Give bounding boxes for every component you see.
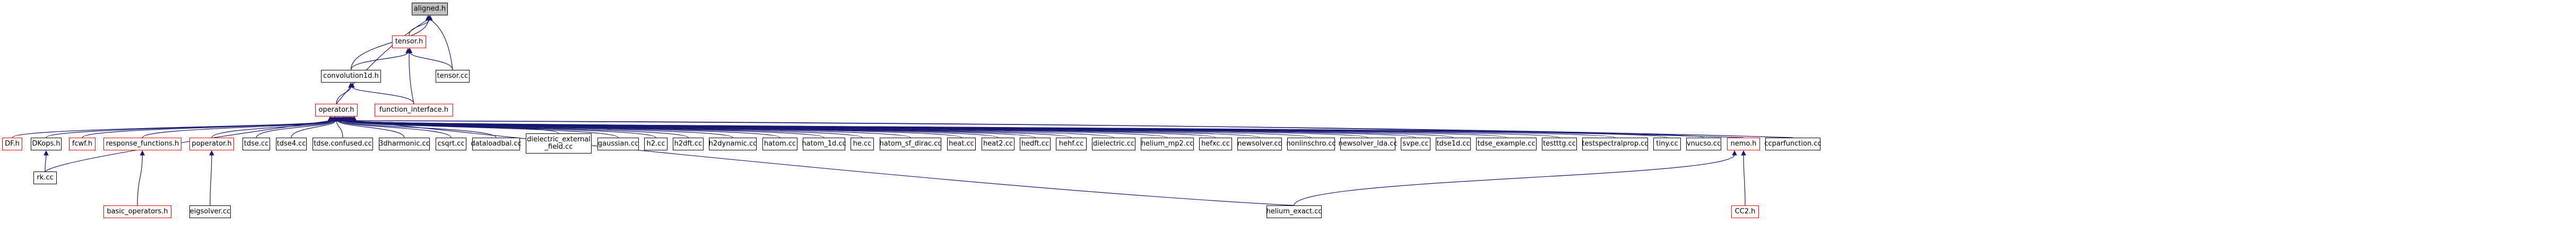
edge-function_interface_h-to-tensor_h — [409, 52, 414, 104]
node-operator-h[interactable]: operator.h — [315, 104, 358, 116]
node-hefxc-cc[interactable]: hefxc.cc — [1199, 138, 1232, 150]
node-eigsolver-cc[interactable]: eigsolver.cc — [189, 205, 231, 218]
edge-operator_h-to-aligned_h — [336, 19, 428, 104]
edge-arrowhead — [425, 15, 431, 21]
node-hatom-1d-cc[interactable]: hatom_1d.cc — [802, 138, 846, 150]
edge-tensor_cc-to-aligned_h — [430, 19, 453, 70]
node-tensor-cc[interactable]: tensor.cc — [436, 70, 470, 83]
node-newsolver-cc[interactable]: newsolver.cc — [1237, 138, 1282, 150]
edge-operator_h-to-convolution1d_h — [336, 86, 351, 104]
node-tiny-cc[interactable]: tiny.cc — [1653, 138, 1681, 150]
node-basic-operators-h[interactable]: basic_operators.h — [103, 205, 171, 218]
node-DF-h[interactable]: DF.h — [2, 138, 22, 150]
edge-CC2_h-to-nemo_h — [1743, 154, 1746, 206]
node-h2-cc[interactable]: h2.cc — [644, 138, 667, 150]
node-testspectralprop-cc[interactable]: testspectralprop.cc — [1582, 138, 1649, 150]
edge-tensor_h-to-aligned_h — [409, 19, 430, 36]
edge-helium_exact_cc-to-nemo_h — [1294, 154, 1735, 206]
node-function-interface-h[interactable]: function_interface.h — [375, 104, 453, 116]
node-svpe-cc[interactable]: svpe.cc — [1401, 138, 1430, 150]
edge-arrowhead — [352, 116, 357, 122]
edge-arrowhead — [1741, 150, 1746, 156]
node-helium-exact-cc[interactable]: helium_exact.cc — [1267, 205, 1322, 218]
node-3dharmonic-cc[interactable]: 3dharmonic.cc — [379, 138, 430, 150]
edge-convolution1d_h-to-tensor_h — [350, 52, 409, 70]
edge-tdse_cc-to-operator_h — [256, 120, 335, 138]
node-convolution1d-h[interactable]: convolution1d.h — [321, 70, 381, 83]
edge-eigsolver_cc-to-poperator_h — [210, 154, 212, 206]
node-dielectric-cc[interactable]: dielectric.cc — [1092, 138, 1135, 150]
node-testttg-cc[interactable]: testttg.cc — [1542, 138, 1577, 150]
node-tdse-confused-cc[interactable]: tdse.confused.cc — [313, 138, 373, 150]
node-tdse-example-cc[interactable]: tdse_example.cc — [1476, 138, 1537, 150]
edge-csqrt_cc-to-operator_h — [338, 120, 452, 138]
node-dataloadbal-cc[interactable]: dataloadbal.cc — [471, 138, 522, 150]
node-vnucso-cc[interactable]: vnucso.cc — [1686, 138, 1721, 150]
node-CC2-h[interactable]: CC2.h — [1731, 205, 1759, 218]
node-he-cc[interactable]: he.cc — [851, 138, 874, 150]
edge-tdse4_cc-to-operator_h — [291, 120, 336, 138]
node-ccparfunction-cc[interactable]: ccparfunction.cc — [1764, 138, 1822, 150]
edge-arrowhead — [44, 150, 49, 156]
edge-tensor_cc-to-tensor_h — [410, 52, 453, 70]
edge-3dharmonic_cc-to-operator_h — [337, 120, 405, 138]
edge-convolution1d_h-to-aligned_h — [350, 19, 429, 70]
node-response-functions-h[interactable]: response_functions.h — [103, 138, 181, 150]
edge-arrowhead — [350, 82, 355, 88]
edge-rk_cc-to-operator_h — [45, 120, 331, 172]
node-heat-cc[interactable]: heat.cc — [947, 138, 976, 150]
node-aligned-h[interactable]: aligned.h — [412, 3, 448, 15]
edge-arrowhead — [209, 150, 214, 156]
edge-tdse_confused_cc-to-operator_h — [336, 120, 343, 138]
edge-basic_operators_h-to-response_functions_h — [137, 154, 143, 206]
node-tensor-h[interactable]: tensor.h — [392, 35, 426, 48]
node-rk-cc[interactable]: rk.cc — [33, 172, 57, 184]
node-dielectric-external-field-cc[interactable]: dielectric_external _field.cc — [526, 133, 592, 154]
node-fcwf-h[interactable]: fcwf.h — [69, 138, 96, 150]
node-nonlinschro-cc[interactable]: nonlinschro.cc — [1286, 138, 1336, 150]
edge-arrowhead — [407, 48, 413, 53]
node-tdse1d-cc[interactable]: tdse1d.cc — [1436, 138, 1471, 150]
edge-ccparfunction_cc-to-operator_h — [354, 120, 1793, 138]
edge-arrowhead — [140, 150, 145, 156]
node-csqrt-cc[interactable]: csqrt.cc — [436, 138, 466, 150]
node-h2dynamic-cc[interactable]: h2dynamic.cc — [709, 138, 757, 150]
node-h2dft-cc[interactable]: h2dft.cc — [673, 138, 704, 150]
edge-response_functions_h-to-operator_h — [142, 120, 333, 138]
edge-arrowhead — [1732, 150, 1737, 156]
node-gaussian-cc[interactable]: gaussian.cc — [597, 138, 639, 150]
node-heat2-cc[interactable]: heat2.cc — [982, 138, 1014, 150]
edge-fcwf_h-to-operator_h — [82, 120, 332, 138]
node-helium-mp2-cc[interactable]: helium_mp2.cc — [1141, 138, 1194, 150]
edge-function_interface_h-to-convolution1d_h — [352, 86, 414, 104]
node-hatom-sf-dirac-cc[interactable]: hatom_sf_dirac.cc — [879, 138, 942, 150]
node-nemo-h[interactable]: nemo.h — [1727, 138, 1760, 150]
edge-arrowhead — [328, 116, 333, 122]
node-newsolver-lda-cc[interactable]: newsolver_lda.cc — [1339, 138, 1398, 150]
node-poperator-h[interactable]: poperator.h — [189, 138, 234, 150]
edge-rk_cc-to-DKops_h — [45, 154, 47, 172]
node-hedft-cc[interactable]: hedft.cc — [1020, 138, 1051, 150]
edge-poperator_h-to-operator_h — [211, 120, 334, 138]
node-tdse-cc[interactable]: tdse.cc — [242, 138, 270, 150]
node-tdse4-cc[interactable]: tdse4.cc — [276, 138, 307, 150]
node-DKops-h[interactable]: DKops.h — [31, 138, 62, 150]
node-hatom-cc[interactable]: hatom.cc — [762, 138, 797, 150]
edge-vnucso_cc-to-operator_h — [354, 120, 1704, 138]
node-hehf-cc[interactable]: hehf.cc — [1056, 138, 1087, 150]
